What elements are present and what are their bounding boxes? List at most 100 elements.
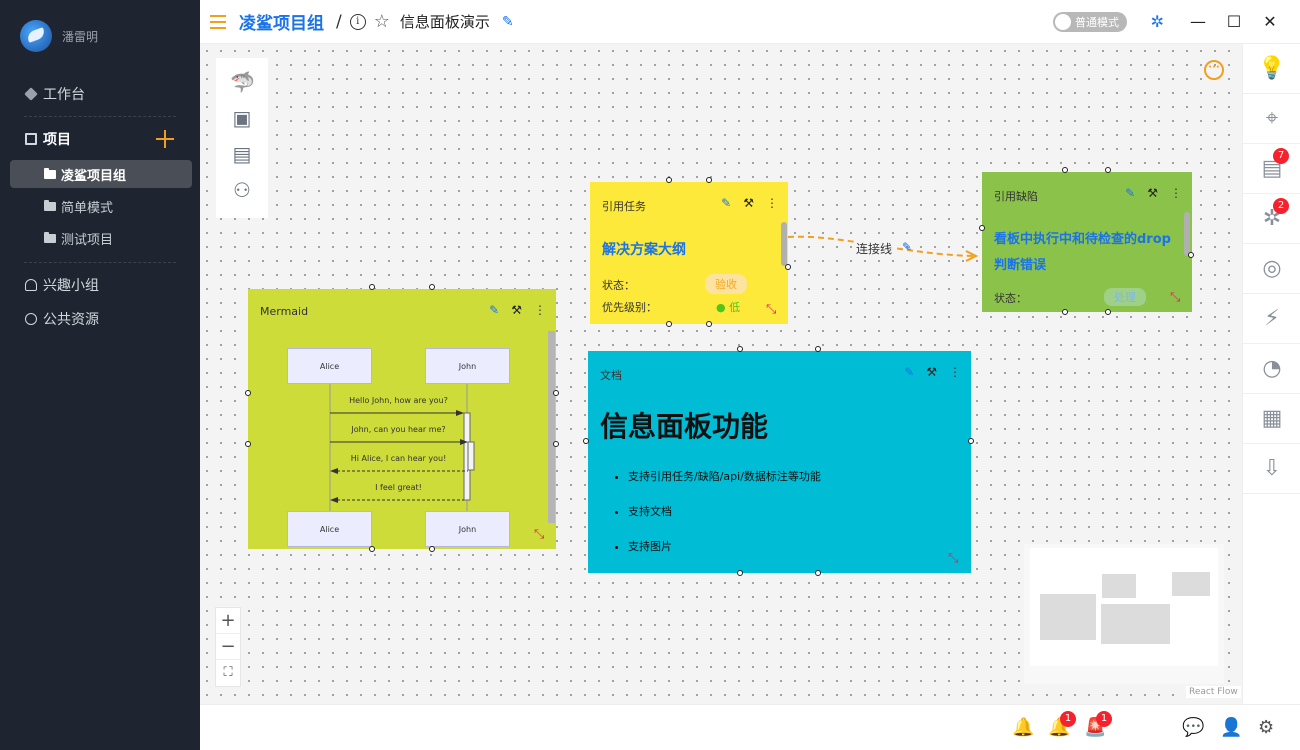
flow-canvas[interactable]: 🦈 ▣ ▤ ⚇ ··· 连接线 ✎ 引用任务 ✎ ⚒ ⋮ 解决方案大纲 状态： … [200, 44, 1242, 704]
mermaid-node[interactable]: Mermaid ✎ ⚒ ⋮ Alice John Alice John He [248, 289, 556, 549]
paint-icon[interactable]: ⚒ [1147, 186, 1158, 200]
lifebuoy-icon[interactable]: ◎ [1243, 244, 1300, 294]
edge-label[interactable]: 连接线 [854, 240, 895, 257]
info-icon[interactable]: i [349, 13, 366, 30]
minimap[interactable] [1024, 544, 1224, 684]
doc-node[interactable]: 文档 ✎ ⚒ ⋮ 信息面板功能 支持引用任务/缺陷/api/数据标注等功能 支持… [588, 351, 971, 573]
paint-icon[interactable]: ⚒ [511, 303, 522, 317]
sidebar-item-public-resources[interactable]: 公共资源 [0, 305, 200, 333]
add-project-icon[interactable] [156, 130, 174, 148]
sidebar-project-item[interactable]: 测试项目 [10, 224, 192, 252]
bell-icon[interactable]: 🔔 [1012, 717, 1035, 738]
node-handle[interactable] [706, 177, 712, 183]
sidebar-item-projects[interactable]: 项目 [0, 125, 200, 153]
comment-icon[interactable]: ··· [1204, 60, 1224, 80]
task-node[interactable]: 引用任务 ✎ ⚒ ⋮ 解决方案大纲 状态： 验收 优先级别： ● 低 ⤡ [590, 182, 788, 324]
user-icon[interactable]: 👤 [1220, 717, 1243, 738]
shark-icon[interactable]: 🦈 [230, 70, 255, 94]
pie-chart-icon[interactable]: ◔ [1243, 344, 1300, 394]
sidebar-item-interest-group[interactable]: 兴趣小组 [0, 271, 200, 299]
maximize-icon[interactable]: ☐ [1226, 12, 1242, 31]
paint-icon[interactable]: ⚒ [743, 196, 754, 210]
globe-icon [25, 313, 37, 325]
node-handle[interactable] [369, 284, 375, 290]
resize-icon[interactable]: ⤡ [1170, 290, 1181, 305]
resize-icon[interactable]: ⤡ [766, 302, 777, 317]
bug-list-icon[interactable]: ✲ 2 [1243, 194, 1300, 244]
edit-icon[interactable]: ✎ [1125, 186, 1136, 200]
node-handle[interactable] [1188, 252, 1194, 258]
sitemap-icon[interactable]: ⚇ [233, 178, 251, 202]
download-icon[interactable]: ⇩ [1243, 444, 1300, 494]
node-handle[interactable] [429, 546, 435, 552]
star-icon[interactable]: ☆ [373, 11, 390, 32]
node-handle[interactable] [979, 225, 985, 231]
settings-icon[interactable]: ⚙ [1258, 717, 1275, 738]
notice-icon[interactable]: 🔔 1 [1048, 711, 1076, 738]
zoom-in-button[interactable]: + [216, 608, 240, 634]
node-handle[interactable] [429, 284, 435, 290]
edit-icon[interactable]: ✎ [721, 196, 732, 210]
zoom-out-button[interactable]: − [216, 634, 240, 660]
more-icon[interactable]: ⋮ [534, 303, 546, 317]
menu-icon[interactable] [210, 14, 226, 29]
node-handle[interactable] [553, 390, 559, 396]
node-handle[interactable] [706, 321, 712, 327]
edit-icon[interactable]: ✎ [904, 365, 915, 379]
node-handle[interactable] [245, 390, 251, 396]
breadcrumb-project[interactable]: 凌鲨项目组 [239, 14, 324, 34]
bug-icon[interactable]: ✲ [1150, 12, 1164, 31]
close-icon[interactable]: ✕ [1263, 12, 1277, 31]
scrollbar[interactable] [1184, 212, 1190, 256]
node-handle[interactable] [815, 346, 821, 352]
alarm-icon[interactable]: 🚨 1 [1084, 711, 1112, 738]
schedule-icon[interactable]: ▦ [1243, 394, 1300, 444]
plugin-icon[interactable]: ⚡ [1243, 294, 1300, 344]
node-handle[interactable] [553, 441, 559, 447]
node-handle[interactable] [666, 177, 672, 183]
mode-toggle[interactable]: 普通模式 [1053, 12, 1127, 32]
node-handle[interactable] [968, 438, 974, 444]
node-handle[interactable] [245, 441, 251, 447]
react-flow-attribution[interactable]: React Flow [1186, 686, 1241, 698]
sidebar-item-workbench[interactable]: 工作台 [0, 80, 200, 108]
paint-icon[interactable]: ⚒ [926, 365, 937, 379]
scrollbar[interactable] [781, 222, 787, 266]
node-handle[interactable] [815, 570, 821, 576]
more-icon[interactable]: ⋮ [1170, 186, 1182, 200]
document-icon[interactable]: ▤ [232, 142, 252, 166]
more-icon[interactable]: ⋮ [766, 196, 778, 210]
node-handle[interactable] [583, 438, 589, 444]
node-handle[interactable] [737, 346, 743, 352]
resize-icon[interactable]: ⤡ [948, 551, 959, 566]
doc-list-icon[interactable]: ▤ 7 [1243, 144, 1300, 194]
scrollbar[interactable] [548, 331, 555, 523]
fit-view-button[interactable]: ⛶ [223, 665, 233, 680]
bug-title[interactable]: 看板中执行中和待检查的drop判断错误 [994, 232, 1171, 273]
sidebar-project-item[interactable]: 简单模式 [10, 192, 192, 220]
node-handle[interactable] [1105, 167, 1111, 173]
node-handle[interactable] [369, 546, 375, 552]
sidebar-project-item[interactable]: 凌鲨项目组 [10, 160, 192, 188]
task-title[interactable]: 解决方案大纲 [602, 242, 686, 258]
bug-node[interactable]: 引用缺陷 ✎ ⚒ ⋮ 看板中执行中和待检查的drop判断错误 状态： 处理 ⤡ [982, 172, 1192, 312]
edit-icon[interactable]: ✎ [489, 303, 500, 317]
node-handle[interactable] [1062, 309, 1068, 315]
node-handle[interactable] [737, 570, 743, 576]
user-profile[interactable]: 潘雷明 [20, 20, 98, 52]
edit-title-icon[interactable]: ✎ [501, 13, 514, 30]
node-toolbar: ✎ ⚒ ⋮ [489, 303, 546, 317]
resize-icon[interactable]: ⤡ [534, 527, 545, 542]
location-icon[interactable]: ⌖ [1243, 94, 1300, 144]
minimize-icon[interactable]: — [1190, 12, 1206, 31]
node-handle[interactable] [1105, 309, 1111, 315]
image-icon[interactable]: ▣ [232, 106, 252, 130]
chat-icon[interactable]: 💬 [1182, 717, 1205, 738]
edit-edge-icon[interactable]: ✎ [902, 240, 913, 254]
avatar[interactable] [20, 20, 52, 52]
node-handle[interactable] [666, 321, 672, 327]
idea-icon[interactable]: 💡 [1243, 44, 1300, 94]
node-handle[interactable] [785, 264, 791, 270]
node-handle[interactable] [1062, 167, 1068, 173]
more-icon[interactable]: ⋮ [949, 365, 961, 379]
